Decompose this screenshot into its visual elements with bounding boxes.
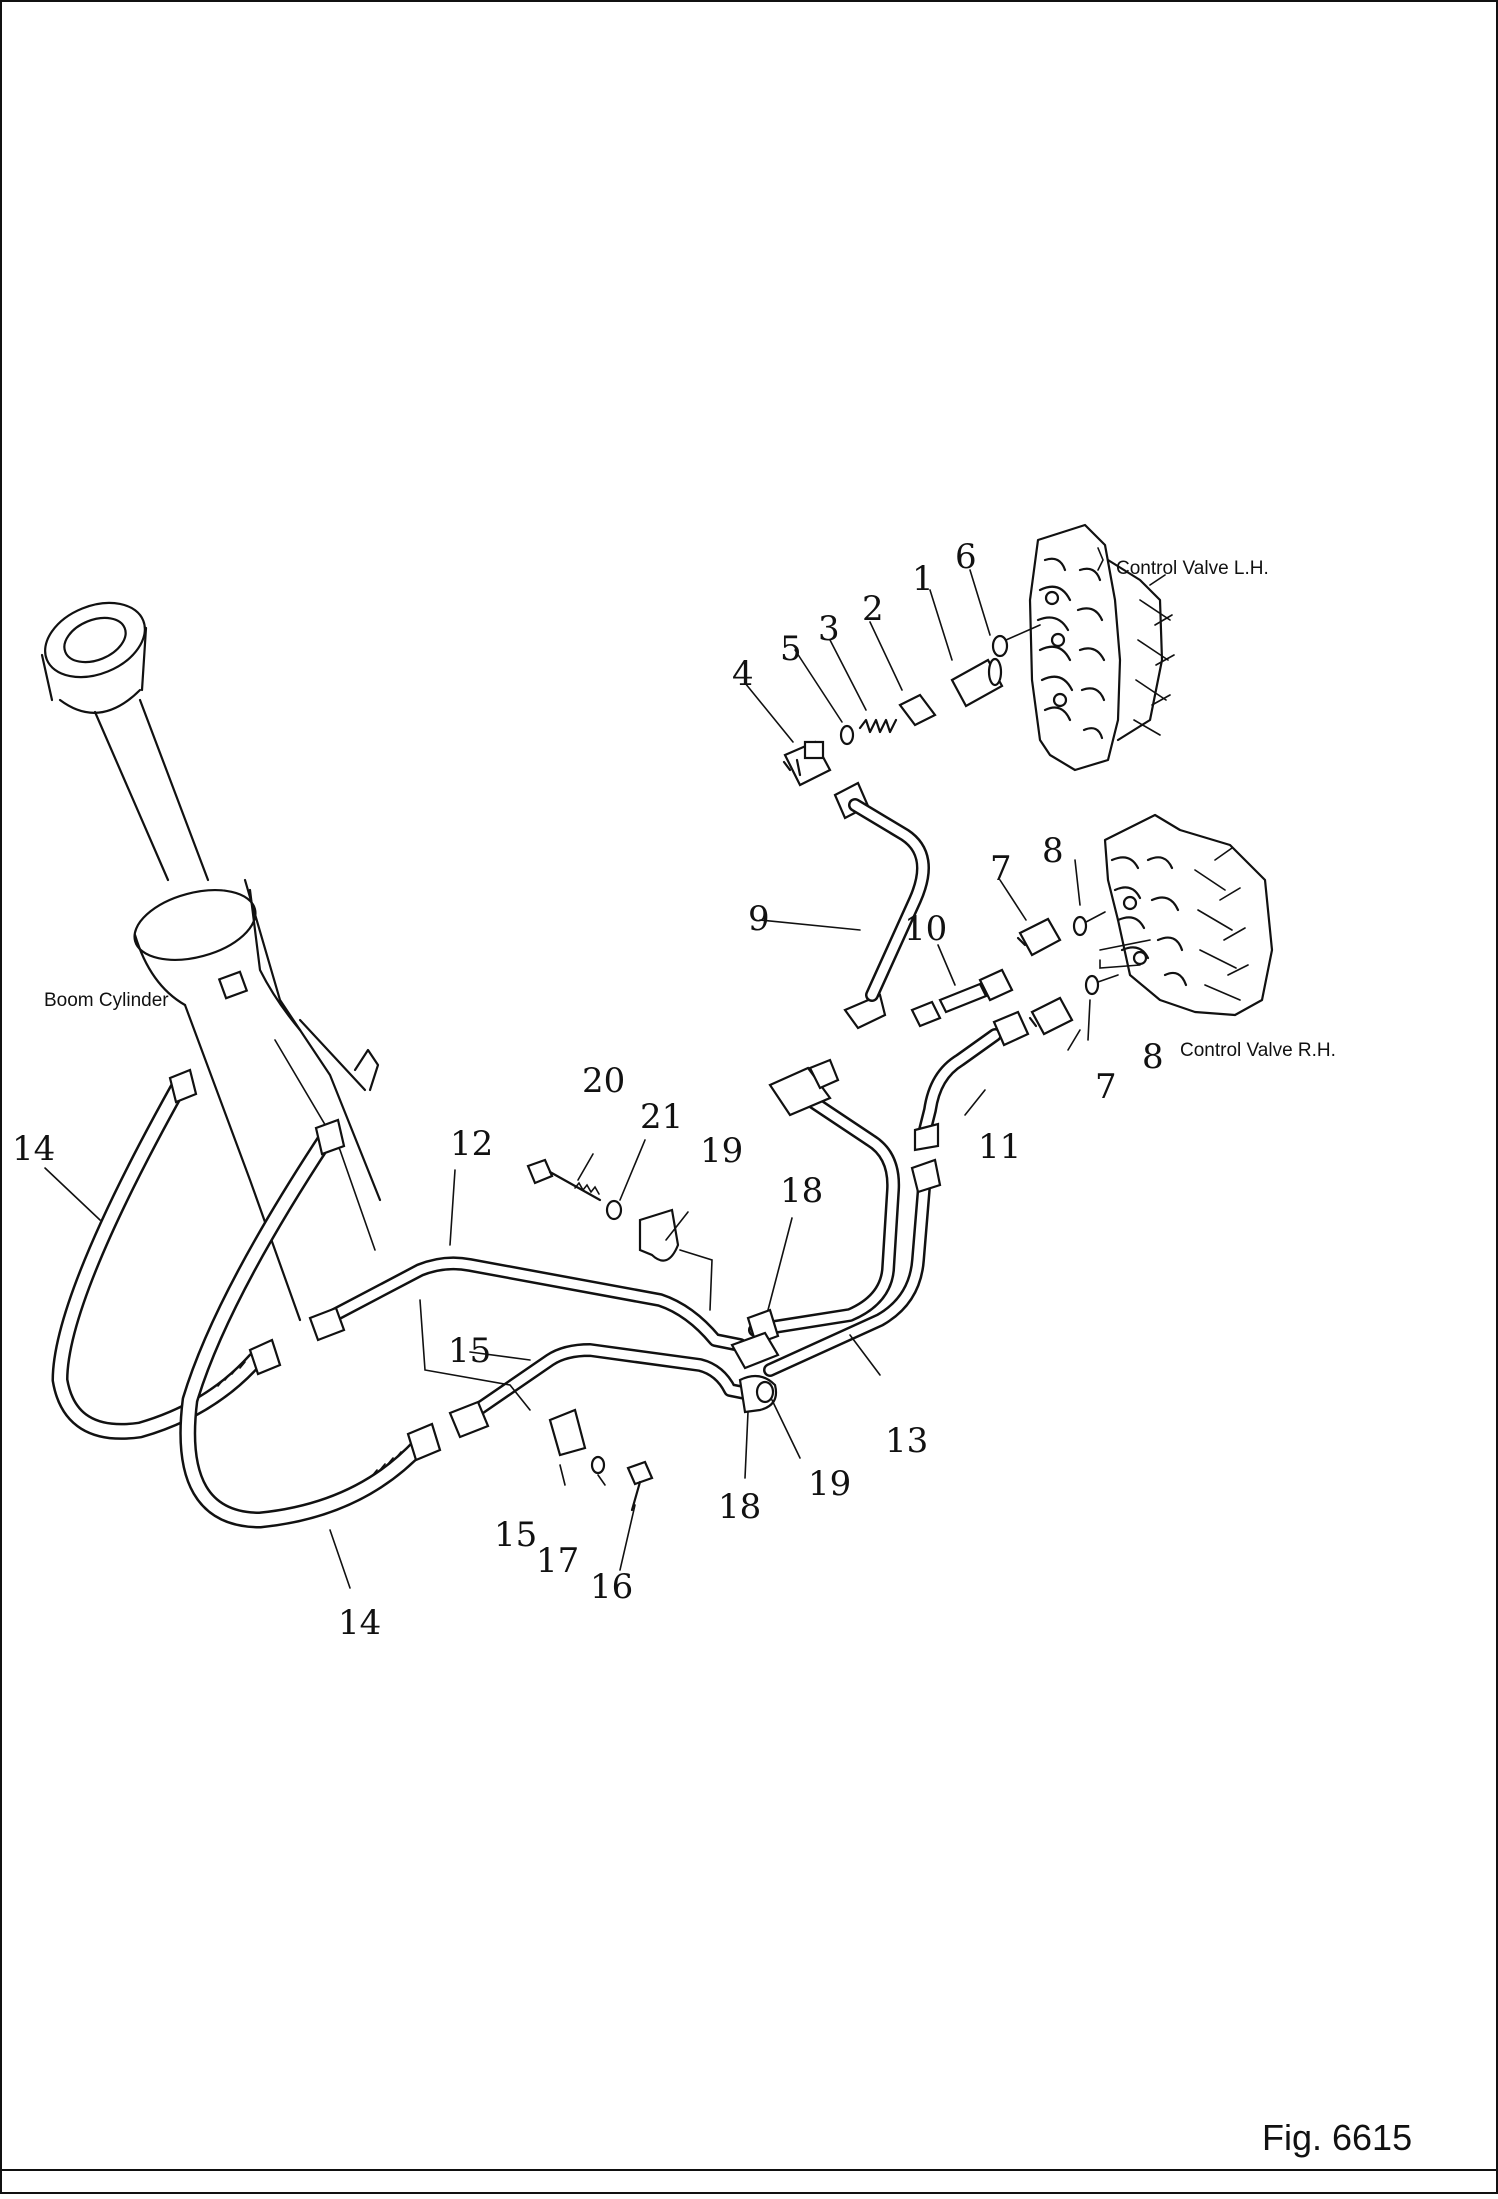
poppet-2	[898, 693, 937, 727]
callout-2: 2	[862, 589, 884, 629]
pipe-12	[308, 1256, 747, 1352]
callout-19a: 19	[700, 1131, 743, 1171]
callout-14a: 14	[12, 1129, 55, 1169]
callout-15b: 15	[494, 1515, 537, 1555]
pipe-lower	[448, 1343, 762, 1439]
callout-8b: 8	[1142, 1037, 1164, 1077]
callout-7a: 7	[990, 849, 1012, 889]
callout-8a: 8	[1042, 831, 1064, 871]
callout-19b: 19	[808, 1464, 851, 1504]
callout-18b: 18	[718, 1487, 761, 1527]
callout-11: 11	[978, 1127, 1021, 1167]
callout-15a: 15	[448, 1331, 491, 1371]
callout-10: 10	[904, 909, 947, 949]
pipe-connect	[748, 1058, 901, 1337]
pipe-9	[848, 798, 930, 1002]
callout-9: 9	[748, 899, 770, 939]
control-valve-rh-label: Control Valve R.H.	[1180, 1040, 1336, 1061]
boom-cylinder-label: Boom Cylinder	[44, 990, 169, 1011]
washer-21	[605, 1199, 623, 1221]
callout-7b: 7	[1095, 1067, 1117, 1107]
pipe-11	[913, 1010, 1030, 1152]
control-valve-rh-drawing	[1099, 813, 1274, 1017]
bracket-leader	[419, 1299, 531, 1411]
callout-21: 21	[640, 1097, 683, 1137]
callout-13: 13	[885, 1421, 928, 1461]
callout-3: 3	[818, 609, 840, 649]
callout-12: 12	[450, 1124, 493, 1164]
callout-20: 20	[582, 1061, 625, 1101]
spring-3	[858, 718, 898, 734]
callout-16: 16	[590, 1567, 633, 1607]
callout-17: 17	[536, 1541, 579, 1581]
washer-17	[590, 1455, 606, 1475]
clamps-18-19	[679, 1249, 780, 1414]
hose-14-right	[179, 1118, 442, 1529]
hose-14-left	[51, 1068, 282, 1440]
callout-5: 5	[780, 629, 802, 669]
bolt-16	[626, 1460, 654, 1512]
o-ring-5	[839, 724, 855, 746]
boom-cylinder-drawing	[40, 601, 382, 1322]
callout-1: 1	[912, 559, 934, 599]
callout-numbers: 6 1 2 3 5 4 8 7 10 9 8 7 11 20 21 12 19 …	[12, 537, 1164, 1643]
rh-fitting-parts	[833, 781, 1119, 1036]
callout-6: 6	[955, 537, 977, 577]
callout-4: 4	[732, 654, 754, 694]
leader-lines	[44, 569, 1091, 1589]
bracket-15	[548, 1408, 587, 1457]
control-valve-lh-label: Control Valve L.H.	[1116, 558, 1269, 579]
clamp-19-loose	[638, 1208, 680, 1262]
control-valve-lh-drawing	[1028, 523, 1175, 772]
bolt-20	[526, 1158, 602, 1202]
figure-caption: Fig. 6615	[1262, 2117, 1412, 2158]
callout-14b: 14	[338, 1603, 381, 1643]
callout-18a: 18	[780, 1171, 823, 1211]
lh-fitting-parts	[782, 624, 1041, 787]
o-ring-6	[991, 634, 1009, 658]
pipe-13	[763, 1158, 942, 1377]
